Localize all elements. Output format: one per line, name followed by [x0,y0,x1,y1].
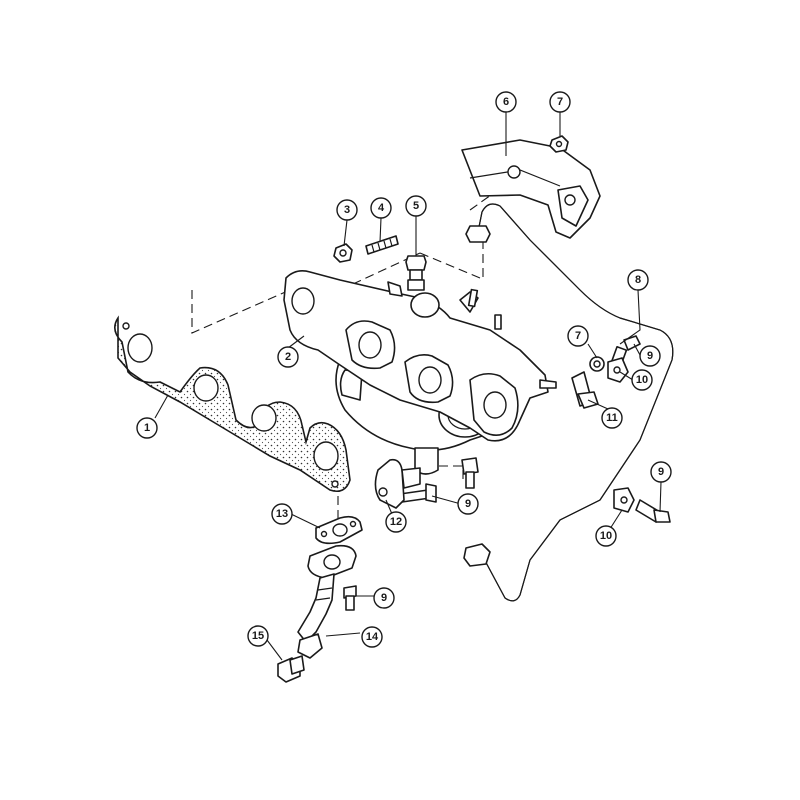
callout-3: 3 [336,199,358,221]
callout-13-label: 13 [276,508,288,520]
callout-4: 4 [370,197,392,219]
callout-10-lower: 10 [595,525,617,547]
callout-14: 14 [361,626,383,648]
callout-1-label: 1 [144,422,150,434]
callout-9-center-label: 9 [465,498,471,510]
callout-2-label: 2 [285,351,291,363]
bolt-9-lower [343,585,357,611]
callout-11-label: 11 [606,412,618,424]
callout-6-label: 6 [503,96,509,108]
supply-line-8 [463,203,674,602]
callout-9-lower-label: 9 [381,592,387,604]
callout-9-upper-label: 9 [647,350,653,362]
callout-9-right-label: 9 [658,466,664,478]
callout-7-top-label: 7 [557,96,563,108]
nut-7-top [549,135,569,153]
callout-9-right: 9 [650,461,672,483]
heat-shield [461,139,601,239]
manifold-gasket [114,315,351,493]
callout-12-label: 12 [390,516,402,528]
callout-7-lower-label: 7 [575,330,581,342]
nut-3 [333,243,353,263]
callout-4-label: 4 [378,202,385,214]
callout-14-label: 14 [366,631,379,643]
callout-11: 11 [601,407,623,429]
washer-7-lower [589,356,605,372]
callout-15: 15 [247,625,269,647]
callout-1: 1 [136,417,158,439]
callout-2: 2 [277,346,299,368]
callout-10-upper: 10 [631,369,653,391]
return-pipe-14 [297,544,357,659]
callout-7-lower: 7 [567,325,589,347]
callout-9-center: 9 [457,493,479,515]
callout-10-lower-label: 10 [600,530,612,542]
bracket-12 [374,458,421,509]
bolt-9-center [399,457,479,503]
stud-4 [365,235,399,255]
callout-5: 5 [405,195,427,217]
callout-10-upper-label: 10 [636,374,648,386]
bolt-9-right [635,499,671,523]
clamp-10-upper [607,357,629,383]
callout-6: 6 [495,91,517,113]
fitting-5 [405,255,427,291]
banjo-bolt-15 [277,655,305,683]
leader-lines [154,112,662,661]
exhaust-manifold [283,270,557,442]
callout-9-lower: 9 [373,587,395,609]
callout-12: 12 [385,511,407,533]
callout-7-top: 7 [549,91,571,113]
callout-3-label: 3 [344,204,350,216]
callout-8-label: 8 [635,274,641,286]
callout-8: 8 [627,269,649,291]
callout-13: 13 [271,503,293,525]
callout-15-label: 15 [252,630,264,642]
clamp-10-lower [613,487,635,513]
gasket-13 [315,515,363,545]
callout-9-upper: 9 [639,345,661,367]
callout-5-label: 5 [413,200,419,212]
